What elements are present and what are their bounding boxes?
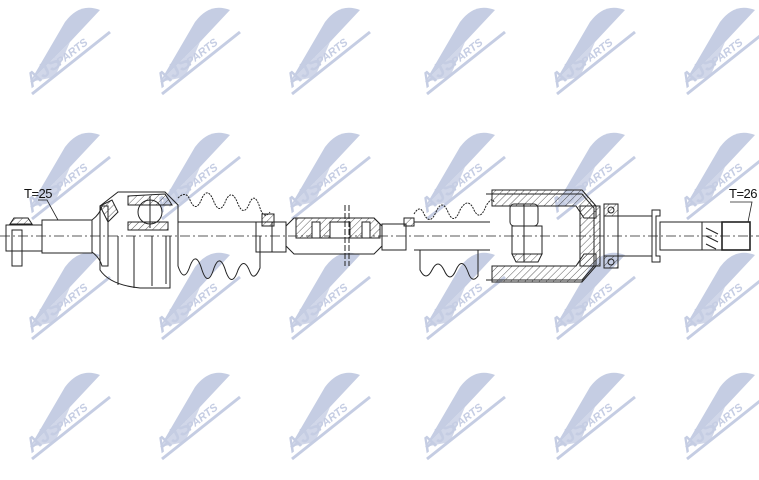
inner-boot — [413, 199, 495, 280]
inner-tripod-joint — [486, 189, 601, 283]
right-stub — [617, 201, 753, 263]
left-nut — [5, 217, 43, 267]
shaft-right — [381, 217, 490, 251]
bearing — [603, 203, 619, 269]
left-spline — [38, 199, 109, 267]
right-spline-label: T=26 — [729, 186, 758, 201]
outer-cv-joint — [99, 191, 179, 289]
left-spline-label: T=25 — [24, 186, 53, 201]
damper — [285, 205, 383, 266]
outer-boot — [177, 192, 275, 280]
